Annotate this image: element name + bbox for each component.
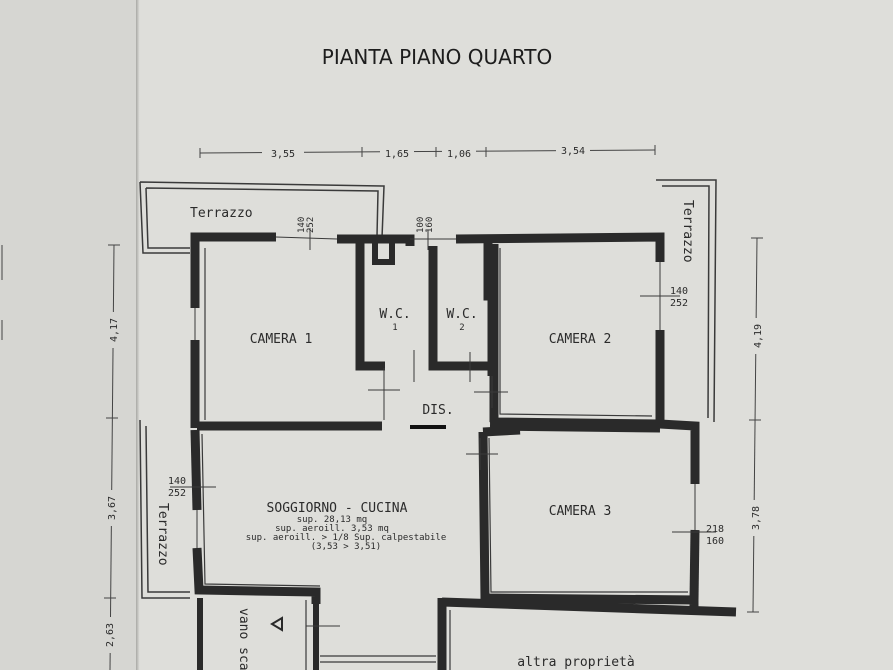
dim-left-2: 3,67 xyxy=(107,496,118,520)
opening-3-top: 140 xyxy=(670,286,688,297)
opening-3-bottom: 252 xyxy=(670,298,688,309)
opening-4-top: 140 xyxy=(168,476,186,487)
opening-1-top: 140 xyxy=(297,217,307,233)
room-camera-3: CAMERA 3 xyxy=(549,504,612,519)
opening-1-bottom: 252 xyxy=(306,217,316,233)
room-soggiorno-cucina: SOGGIORNO - CUCINA xyxy=(267,501,408,516)
note-calc: (3,53 > 3,51) xyxy=(311,542,381,552)
opening-5-bottom: 160 xyxy=(706,536,724,547)
terrace-top-label: Terrazzo xyxy=(190,206,253,221)
room-wc-1-label: W.C. xyxy=(379,307,410,322)
opening-2-top: 100 xyxy=(416,217,426,233)
room-vano-scala: vano scala xyxy=(236,608,251,670)
stair-arrow-icon xyxy=(270,616,283,632)
dim-left-3: 2,63 xyxy=(105,623,116,647)
opening-markers xyxy=(170,228,716,627)
opening-2-bottom: 160 xyxy=(425,217,435,233)
right-dimension-line xyxy=(747,237,763,613)
dim-top-2: 1,65 xyxy=(385,149,409,160)
plan-title: PIANTA PIANO QUARTO xyxy=(322,45,552,69)
terrace-right-label: Terrazzo xyxy=(680,200,695,263)
page-fold xyxy=(136,0,140,670)
terrace-outlines xyxy=(139,179,717,599)
opening-5-top: 218 xyxy=(706,524,724,535)
note-ratio: sup. aeroill. > 1/8 Sup. calpestabile xyxy=(246,533,446,543)
note-aeroill: sup. aeroill. 3,53 mq xyxy=(275,524,389,534)
room-altra-proprieta: altra proprietà xyxy=(517,655,634,670)
room-camera-2: CAMERA 2 xyxy=(549,332,612,347)
dim-left-1: 4,17 xyxy=(109,318,120,342)
room-disimpegno: DIS. xyxy=(422,403,453,418)
dim-top-1: 3,55 xyxy=(271,149,295,160)
room-wc-2-label: W.C. xyxy=(446,307,477,322)
dim-top-4: 3,54 xyxy=(561,146,585,157)
room-wc-1-number: 1 xyxy=(392,323,397,333)
left-dimension-line xyxy=(104,244,120,670)
dim-right-1: 4,19 xyxy=(753,324,764,348)
dim-right-2: 3,78 xyxy=(751,506,762,530)
dim-top-3: 1,06 xyxy=(447,149,471,160)
opening-4-bottom: 252 xyxy=(168,488,186,499)
walls xyxy=(190,232,737,670)
note-surface: sup. 28,13 mq xyxy=(297,515,367,525)
room-camera-1: CAMERA 1 xyxy=(250,332,313,347)
room-wc-2-number: 2 xyxy=(459,323,464,333)
terrace-left-label: Terrazzo xyxy=(155,503,170,566)
inner-lines xyxy=(201,248,688,670)
main-page xyxy=(138,0,893,670)
